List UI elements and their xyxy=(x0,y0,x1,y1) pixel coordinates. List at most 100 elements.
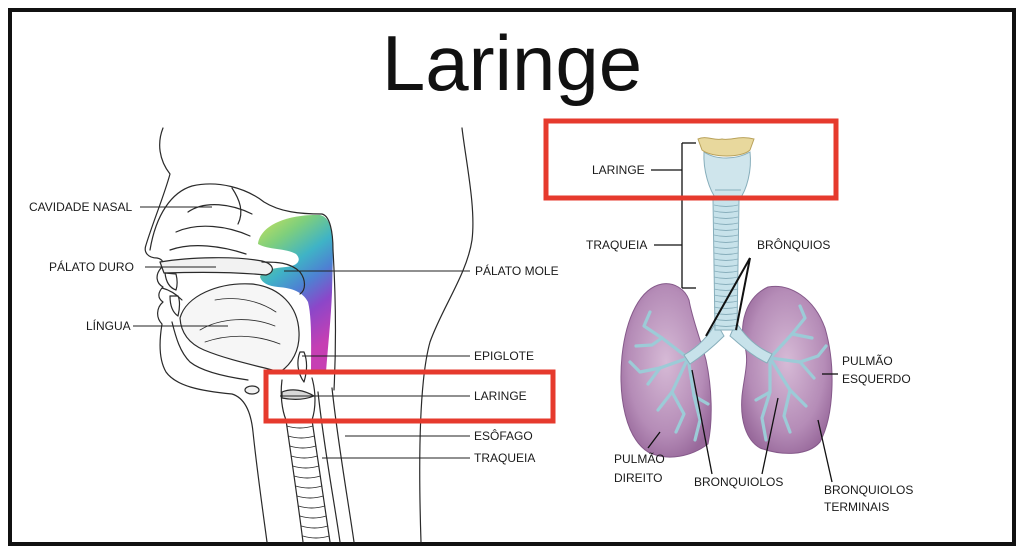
slide-frame xyxy=(8,8,1016,546)
label-tongue: LÍNGUA xyxy=(86,319,131,333)
slide-title: Laringe xyxy=(381,19,643,107)
bronchial-branch xyxy=(768,304,807,360)
label-epiglottis: EPIGLOTE xyxy=(474,349,535,363)
tongue-muscle-line xyxy=(199,319,276,331)
lower-tooth xyxy=(169,295,181,317)
trachea-ring xyxy=(713,228,739,231)
bronchial-branch xyxy=(670,390,686,434)
tongue xyxy=(179,283,300,373)
bronchial-branch xyxy=(760,356,772,442)
trachea-wall xyxy=(311,419,331,543)
label-esophagus: ESÔFAGO xyxy=(474,429,533,443)
trachea-ring xyxy=(713,294,739,297)
respiratory-illustration xyxy=(620,137,833,458)
trachea-rings xyxy=(286,425,330,539)
bronchial-branch xyxy=(646,366,662,386)
trachea-ring xyxy=(713,222,739,225)
leader-right-lung xyxy=(647,431,661,449)
label-terminal-bronchioles: BRONQUIOLOS TERMINAIS xyxy=(824,482,913,516)
upper-tooth xyxy=(164,272,178,291)
leader-bronchi-right xyxy=(705,257,751,337)
label-left-lung-line1: PULMÃO xyxy=(842,354,893,368)
trachea-ring xyxy=(300,525,329,529)
trachea-ring xyxy=(713,306,739,309)
trachea-ring xyxy=(713,288,739,291)
leader-terminal-bronchioles xyxy=(817,419,833,483)
bronchial-branch xyxy=(642,310,690,360)
trachea-ring xyxy=(713,276,739,279)
bronchial-branch xyxy=(768,344,828,364)
tongue-muscle-line xyxy=(204,335,281,345)
head-sagittal-illustration xyxy=(144,127,474,543)
label-bronchi: BRÔNQUIOS xyxy=(757,238,831,252)
label-larynx-respiratory: LARINGE xyxy=(592,163,645,177)
trachea-ring xyxy=(713,312,739,315)
hard-palate xyxy=(159,257,273,276)
label-right-lung-line2: DIREITO xyxy=(614,471,663,485)
bronchial-branch xyxy=(634,336,664,348)
trachea-ring xyxy=(713,240,739,243)
bronchial-branch xyxy=(790,332,814,340)
trachea-ring xyxy=(298,505,326,509)
vocal-folds xyxy=(281,389,315,400)
mandible-line xyxy=(171,321,249,381)
label-trachea-head: TRAQUEIA xyxy=(474,451,536,465)
trachea-ring xyxy=(713,234,739,237)
highlight-box-head-larynx xyxy=(263,369,556,424)
back-of-head-outline xyxy=(419,127,474,543)
trachea-ring xyxy=(289,445,317,449)
trachea-ring xyxy=(299,515,327,519)
esophagus-wall xyxy=(317,391,341,543)
tongue-muscle-line xyxy=(214,298,277,313)
bronchial-branch xyxy=(782,388,792,434)
left-main-bronchus xyxy=(729,320,773,364)
thyroid-cartilage xyxy=(703,151,751,201)
trachea-ring xyxy=(713,258,739,261)
trachea-tube xyxy=(712,199,740,331)
trachea-wall xyxy=(285,419,304,543)
label-left-lung-line2: ESQUERDO xyxy=(842,372,911,386)
label-left-lung: PULMÃO ESQUERDO xyxy=(842,352,911,388)
trachea-ring xyxy=(293,475,321,479)
hyoid-epiglottis-cartilage xyxy=(697,137,755,157)
leader-bronchioles xyxy=(691,369,713,475)
trachea-ring xyxy=(713,270,739,273)
trachea-ring xyxy=(296,495,324,499)
leader-bronchioles-2 xyxy=(761,397,779,475)
label-hard-palate: PÁLATO DURO xyxy=(49,260,134,274)
label-terminal-bronchioles-line1: BRONQUIOLOS xyxy=(824,483,914,497)
bronchial-branch xyxy=(692,394,710,406)
label-nasal-cavity: CAVIDADE NASAL xyxy=(29,200,133,214)
label-bronchioles: BRONQUIOLOS xyxy=(694,475,784,489)
bronchial-branch xyxy=(628,356,690,374)
mouth-line xyxy=(161,287,183,301)
nasal-turbinate xyxy=(175,225,251,237)
trachea-ring xyxy=(302,535,330,539)
pharynx-highlight xyxy=(258,214,334,372)
bronchial-branch xyxy=(754,390,772,402)
trachea-ring xyxy=(713,210,739,213)
trachea-ring xyxy=(292,465,320,469)
soft-palate-outline xyxy=(261,261,306,295)
nasal-turbinate xyxy=(169,245,247,255)
trachea-ring xyxy=(290,455,318,459)
label-terminal-bronchioles-line2: TERMINAIS xyxy=(824,500,890,514)
label-trachea-respiratory: TRAQUEIA xyxy=(586,238,648,252)
esophagus-wall xyxy=(331,387,355,543)
face-profile-outline xyxy=(144,127,268,543)
head-leader-lines xyxy=(133,206,470,459)
hyoid-bone xyxy=(244,385,260,395)
nasal-turbinate xyxy=(187,204,253,215)
trachea-ring xyxy=(295,485,323,489)
trachea-ring xyxy=(713,252,739,255)
nasal-cavity-outline xyxy=(149,183,334,251)
posterior-pharynx-wall xyxy=(332,249,336,391)
label-larynx-head: LARINGE xyxy=(474,389,527,403)
trachea-ring xyxy=(287,435,315,439)
highlight-box-respiratory-larynx xyxy=(543,118,839,201)
respiratory-leader-lines xyxy=(647,142,838,483)
label-right-lung: PULMÃO DIREITO xyxy=(614,450,665,488)
leader-bronchi-left xyxy=(735,257,751,331)
trachea-ring xyxy=(713,264,739,267)
